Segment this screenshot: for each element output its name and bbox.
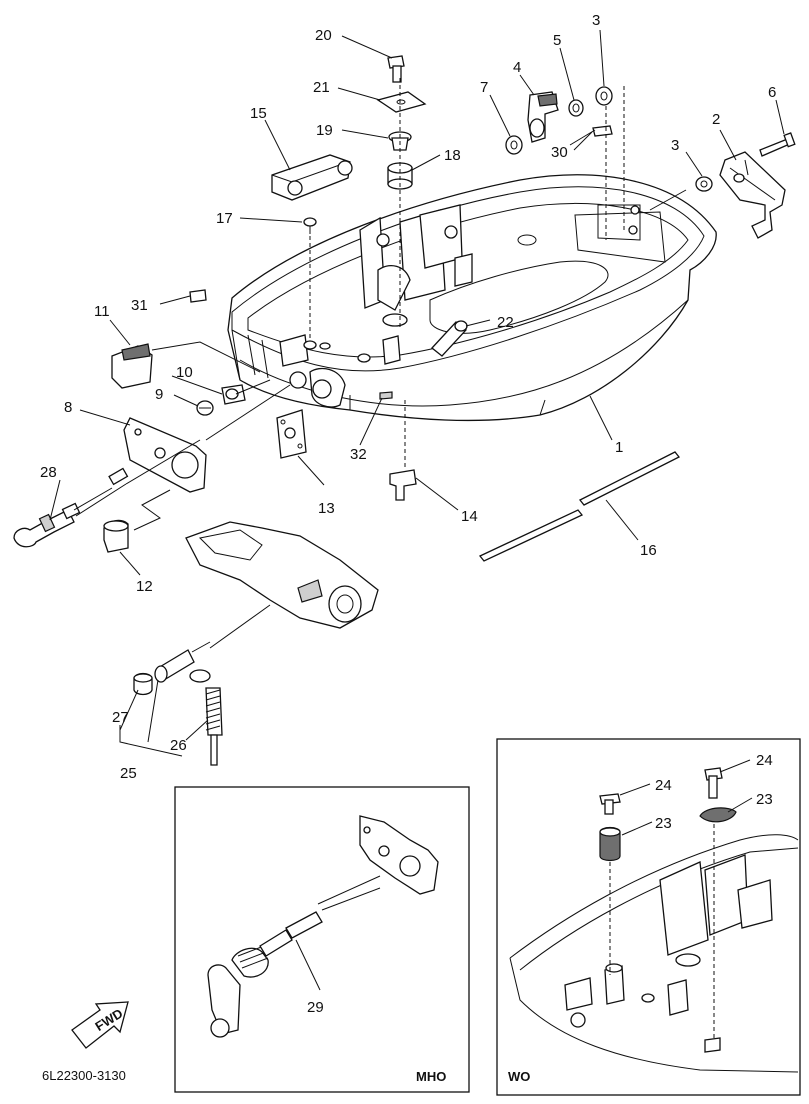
plug-part-12 (103, 519, 129, 553)
callout-11: 11 (94, 303, 110, 320)
plug-part-11 (111, 343, 153, 389)
callout-31: 31 (131, 297, 148, 314)
cable-end-part-25 (154, 641, 211, 683)
drawing-code: 6L22300-3130 (42, 1068, 126, 1083)
callout-17: 17 (216, 210, 233, 227)
plate-part-8 (123, 417, 207, 493)
callout-3a: 3 (592, 12, 600, 29)
callout-23b: 23 (756, 791, 773, 808)
callout-15: 15 (250, 105, 267, 122)
callout-22: 22 (497, 314, 514, 331)
callout-1: 1 (615, 439, 623, 456)
callout-10: 10 (176, 364, 193, 381)
lower-housing (185, 521, 379, 629)
fwd-arrow-icon: FWD (71, 1001, 129, 1049)
grommet-part-14 (389, 469, 417, 501)
plate-part-13 (276, 409, 307, 459)
collar-part-3b (695, 176, 713, 192)
bracket-part-4 (527, 91, 559, 143)
callout-14: 14 (461, 508, 478, 525)
callout-5: 5 (553, 32, 561, 49)
rod-part-16 (478, 451, 681, 562)
switch-part-28 (13, 467, 129, 548)
callout-25: 25 (120, 765, 137, 782)
callout-8: 8 (64, 399, 72, 416)
screw-part-17 (303, 217, 317, 234)
plate-part-21 (376, 91, 427, 113)
callout-3b: 3 (671, 137, 679, 154)
cap-part-27 (133, 672, 153, 696)
label-part-31 (189, 289, 207, 303)
bottom-cowling (227, 174, 717, 422)
callout-24a: 24 (655, 777, 672, 794)
callout-2: 2 (712, 111, 720, 128)
washer-part-3a (595, 86, 613, 106)
callout-7: 7 (480, 79, 488, 96)
callout-18: 18 (444, 147, 461, 164)
callout-28: 28 (40, 464, 57, 481)
callout-16: 16 (640, 542, 657, 559)
inset-wo (496, 738, 801, 1096)
callout-6: 6 (768, 84, 776, 101)
callout-4: 4 (513, 59, 521, 76)
spring-part-26 (205, 687, 223, 766)
callout-32: 32 (350, 446, 367, 463)
bracket-part-15 (271, 154, 353, 201)
nut-part-7 (505, 135, 523, 155)
callout-29: 29 (307, 999, 324, 1016)
callout-24b: 24 (756, 752, 773, 769)
callout-26: 26 (170, 737, 187, 754)
bolt-part-6 (759, 132, 796, 157)
label-part-30 (592, 125, 613, 137)
inset-wo-label: WO (508, 1069, 530, 1084)
callout-27: 27 (112, 709, 129, 726)
callout-23a: 23 (655, 815, 672, 832)
callout-19: 19 (316, 122, 333, 139)
clip-part-9 (196, 400, 214, 416)
washer-part-5 (568, 99, 584, 117)
callout-30: 30 (551, 144, 568, 161)
callout-12: 12 (136, 578, 153, 595)
callout-21: 21 (313, 79, 330, 96)
bracket-part-2 (719, 151, 786, 239)
bolt-part-20 (387, 55, 405, 83)
grommet-part-10 (221, 384, 246, 405)
leader-lines (49, 29, 785, 757)
callout-13: 13 (318, 500, 335, 517)
callout-20: 20 (315, 27, 332, 44)
callout-9: 9 (155, 386, 163, 403)
inset-mho-label: MHO (416, 1069, 446, 1084)
inset-mho (174, 786, 470, 1093)
